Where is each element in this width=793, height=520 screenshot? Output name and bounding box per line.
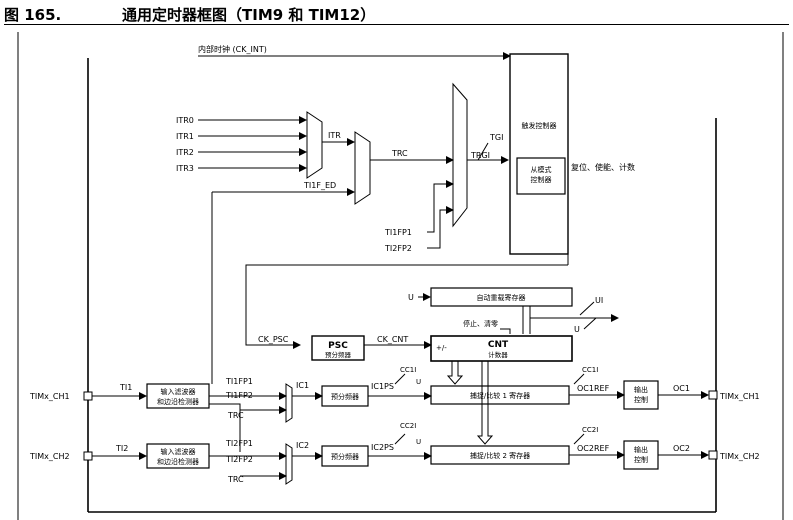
ic2-label: IC2 — [296, 441, 309, 450]
cc1i-label-a: CC1I — [400, 366, 416, 374]
cnt-to-cc1-arrow — [446, 360, 464, 385]
tgi-flash — [477, 142, 489, 161]
ch1-input-pin — [83, 391, 93, 401]
trigger-controller — [509, 53, 569, 255]
slave-mode-label-1: 从模式 — [531, 165, 552, 174]
psc-sub-label: 预分频器 — [325, 350, 352, 359]
oc2-label: OC2 — [673, 444, 690, 453]
figure-title: 通用定时器框图（TIM9 和 TIM12） — [122, 6, 376, 24]
cnt-label: CNT — [488, 340, 509, 350]
ti2fp2-label: TI2FP2 — [225, 455, 253, 464]
ti1fp1-trig-label: TI1FP1 — [384, 228, 412, 237]
tgi-label: TGI — [489, 133, 503, 142]
cc1i-flash-a — [394, 373, 406, 385]
stop-clear-label: 停止、清零 — [463, 319, 498, 328]
cc2i-flash-a — [394, 433, 406, 445]
reset-enable-count-label: 复位、使能、计数 — [571, 162, 635, 172]
trgi-label: TRGI — [470, 151, 490, 160]
ic-prescaler-2-label: 预分频器 — [331, 452, 359, 461]
ch2-output-pin — [708, 450, 718, 460]
figure-label: 图 165. — [4, 6, 62, 24]
cc1-to-cc2-arrow — [476, 360, 494, 445]
plus-minus-label: +/- — [436, 344, 447, 352]
itr3-label: ITR3 — [176, 164, 194, 173]
cc2-register-label: 捕捉/比较 2 寄存器 — [470, 451, 530, 460]
figure-caption: 图 165. 通用定时器框图（TIM9 和 TIM12） — [4, 4, 789, 25]
trc-top-label: TRC — [391, 149, 408, 158]
auto-reload-register — [430, 287, 573, 307]
cc2i-flash-b — [573, 433, 585, 445]
arr-label: 自动重载寄存器 — [477, 293, 526, 302]
ti1fp2-branch — [209, 403, 241, 452]
ti2fp2-trig-label: TI2FP2 — [384, 244, 412, 253]
slave-mode-controller — [516, 157, 566, 195]
ch1-output-pin — [708, 390, 718, 400]
ck-psc-line — [245, 264, 568, 349]
u-cc1-label: U — [416, 378, 421, 386]
cnt-sub-label: 计数器 — [488, 350, 508, 359]
ui-label: UI — [595, 296, 603, 305]
u-cc2-label: U — [416, 438, 421, 446]
ic2ps-label: IC2PS — [371, 443, 394, 452]
ti1f-ed-label: TI1F_ED — [303, 181, 336, 190]
timx-ch2-in-label: TIMx_CH2 — [29, 452, 70, 461]
cc2i-label-a: CC2I — [400, 422, 416, 430]
ic-prescaler-1-label: 预分频器 — [331, 392, 359, 401]
cc1i-label-b: CC1I — [582, 366, 598, 374]
cc1i-flash-b — [573, 373, 585, 385]
cc1-register-label: 捕捉/比较 1 寄存器 — [470, 391, 530, 400]
trc1-label: TRC — [227, 411, 244, 420]
psc-label: PSC — [328, 341, 348, 351]
output-ctrl-1-label-a: 输出 — [634, 385, 648, 394]
output-ctrl-2-label-b: 控制 — [634, 455, 648, 464]
ui-flash — [579, 301, 595, 316]
output-ctrl-2-label-a: 输出 — [634, 445, 648, 454]
u-out-flash — [583, 317, 597, 330]
u-arr-label: U — [408, 293, 414, 302]
cc2i-label-b: CC2I — [582, 426, 598, 434]
ti1fp1-trig-line — [427, 180, 454, 233]
ti2fp2-trig-line — [427, 206, 454, 249]
timx-ch1-in-label: TIMx_CH1 — [29, 392, 70, 401]
ti1fp2-label: TI1FP2 — [225, 391, 253, 400]
oc1ref-label: OC1REF — [577, 384, 610, 393]
ti1-label: TI1 — [119, 383, 132, 392]
trgi-mux — [452, 82, 468, 228]
trc2-label: TRC — [227, 475, 244, 484]
ch2-input-pin — [83, 451, 93, 461]
ic1-label: IC1 — [296, 381, 309, 390]
ti2fp1-label: TI2FP1 — [225, 439, 253, 448]
psc-block — [311, 335, 365, 361]
trigger-controller-label: 触发控制器 — [522, 121, 557, 130]
trc-mux — [354, 131, 371, 205]
timx-ch2-out-label: TIMx_CH2 — [719, 452, 760, 461]
itr-label: ITR — [328, 131, 341, 140]
oc1-label: OC1 — [673, 384, 690, 393]
u-out-label: U — [574, 325, 580, 334]
input-filter-2-label-b: 和边沿检测器 — [157, 457, 199, 466]
ck-int-label: 内部时钟 (CK_INT) — [198, 44, 267, 54]
input-filter-1-label-a: 输入滤波器 — [161, 387, 196, 396]
ic2-mux — [285, 443, 293, 485]
itr1-label: ITR1 — [176, 132, 194, 141]
stop-clear-line — [500, 328, 511, 334]
slave-mode-label-2: 控制器 — [531, 175, 552, 184]
input-filter-1-label-b: 和边沿检测器 — [157, 397, 199, 406]
input-filter-2-label-a: 输入滤波器 — [161, 447, 196, 456]
ic1ps-label: IC1PS — [371, 382, 394, 391]
timx-ch1-out-label: TIMx_CH1 — [719, 392, 760, 401]
output-ctrl-1-label-b: 控制 — [634, 395, 648, 404]
ck-cnt-label: CK_CNT — [377, 335, 408, 344]
cnt-block — [430, 335, 573, 362]
oc2ref-label: OC2REF — [577, 444, 610, 453]
ti2-label: TI2 — [115, 444, 128, 453]
ic1-mux — [285, 383, 293, 423]
ti1fp1-label: TI1FP1 — [225, 377, 253, 386]
ck-psc-label: CK_PSC — [258, 335, 289, 344]
itr2-label: ITR2 — [176, 148, 194, 157]
itr-mux — [306, 111, 323, 179]
itr0-label: ITR0 — [176, 116, 194, 125]
